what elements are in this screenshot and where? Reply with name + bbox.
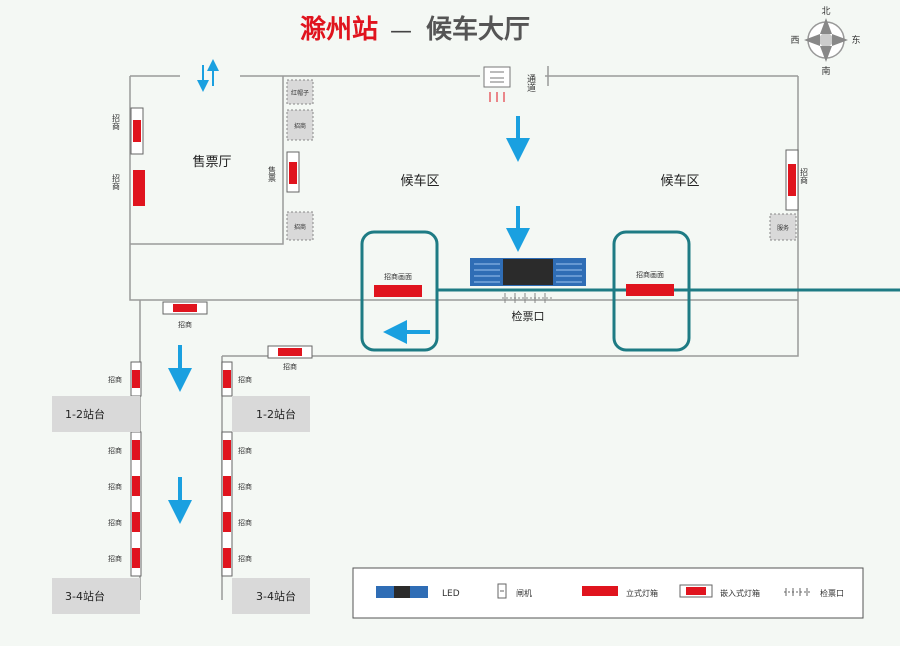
compass-east: 东 — [851, 34, 860, 46]
platform-1-2-left-label: 1-2站台 — [65, 407, 105, 421]
legend-embedded-icon — [679, 584, 713, 598]
highlight-box-left: 招商画面 — [360, 230, 439, 352]
title-station: 滁州站 — [300, 14, 378, 45]
platform-1-2-left: 1-2站台 — [52, 396, 140, 432]
entrance-arrows-icon — [197, 59, 219, 92]
corridor-label: 招商 — [108, 482, 122, 491]
embedded-lightbox-under-left — [162, 301, 208, 315]
under-left-label: 招商 — [178, 320, 192, 329]
title-dash: — — [390, 19, 412, 44]
corridor-lightbox-left-1 — [130, 361, 142, 397]
booth-mid: 招商 — [286, 109, 314, 141]
platform-3-4-right: 3-4站台 — [232, 578, 310, 614]
embedded-lightbox-ticket — [286, 151, 300, 193]
right-service-label: 服务 — [777, 224, 789, 232]
top-gate-icon — [483, 66, 511, 102]
highlight-box-right: 招商画面 — [612, 230, 691, 352]
corridor-label: 招商 — [238, 554, 252, 563]
legend-gate-label: 闸机 — [516, 588, 532, 598]
corridor-label: 招商 — [238, 446, 252, 455]
passage-label: 通道 — [525, 74, 536, 93]
compass-south: 南 — [821, 65, 830, 77]
compass-west: 西 — [790, 35, 799, 46]
embedded-lightbox-right — [785, 149, 799, 211]
corridor-label: 招商 — [108, 375, 122, 384]
platform-3-4-left: 3-4站台 — [52, 578, 140, 614]
legend-check-gate-icon — [784, 588, 812, 596]
booth-low-label: 招商 — [294, 223, 306, 231]
booth-red-cap: 红帽子 — [286, 79, 314, 105]
corridor-lightbox-right-1 — [221, 361, 233, 397]
ticket-hall-label: 售票厅 — [192, 154, 231, 170]
ticket-check-label: 检票口 — [512, 309, 545, 323]
legend-led-label: LED — [442, 589, 460, 599]
corridor-label: 招商 — [108, 518, 122, 527]
red-cap-label: 红帽子 — [291, 89, 309, 97]
legend: LED 闸机 立式灯箱 嵌入式灯箱 检票口 — [352, 567, 864, 619]
corridor-lightbox-left-stack — [130, 431, 142, 577]
ticket-check-gates-icon — [502, 293, 552, 303]
right-panel-label: 招商 — [800, 167, 809, 185]
platform-3-4-left-label: 3-4站台 — [65, 589, 105, 603]
booth-right-service: 服务 — [769, 213, 797, 241]
booth-mid-label: 招商 — [294, 122, 306, 130]
legend-standing-icon — [582, 586, 618, 596]
standing-lightbox-left-2 — [133, 170, 145, 206]
flow-arrows — [168, 116, 530, 524]
compass-north: 北 — [821, 6, 830, 17]
platform-3-4-right-label: 3-4站台 — [256, 589, 296, 603]
left-panel-2-label: 招商 — [112, 173, 121, 191]
walls — [129, 66, 799, 600]
corridor-label: 招商 — [108, 554, 122, 563]
mid-panel-label: 招商 — [283, 362, 297, 371]
box-right-label: 招商画面 — [636, 270, 664, 279]
legend-led-icon — [376, 586, 428, 598]
box-left-label: 招商画面 — [384, 272, 412, 281]
embedded-lightbox-left-1 — [130, 107, 144, 155]
led-screen-icon — [470, 258, 586, 286]
legend-gate-icon — [497, 583, 507, 599]
corridor-label: 招商 — [238, 375, 252, 384]
title-hall: 候车大厅 — [426, 14, 530, 45]
left-panel-1-label: 招商 — [112, 113, 121, 131]
corridor-label: 招商 — [108, 446, 122, 455]
platform-1-2-right-label: 1-2站台 — [256, 407, 296, 421]
platform-1-2-right: 1-2站台 — [232, 396, 310, 432]
corridor-labels: 招商 招商 招商 招商 招商 招商 招商 招商 招商 招商 — [108, 375, 252, 563]
corridor-lightbox-right-stack — [221, 431, 233, 577]
compass-icon: 北 南 东 西 — [790, 6, 860, 77]
legend-check-gate-label: 检票口 — [820, 588, 844, 598]
legend-embedded-label: 嵌入式灯箱 — [720, 588, 760, 598]
legend-standing-label: 立式灯箱 — [626, 588, 658, 598]
embedded-lightbox-mid — [267, 345, 313, 359]
ticket-panel-label: 售票 — [268, 165, 277, 182]
corridor-label: 招商 — [238, 482, 252, 491]
waiting-area-left-label: 候车区 — [400, 173, 439, 189]
waiting-area-right-label: 候车区 — [660, 173, 699, 189]
corridor-label: 招商 — [238, 518, 252, 527]
booth-low: 招商 — [286, 211, 314, 241]
